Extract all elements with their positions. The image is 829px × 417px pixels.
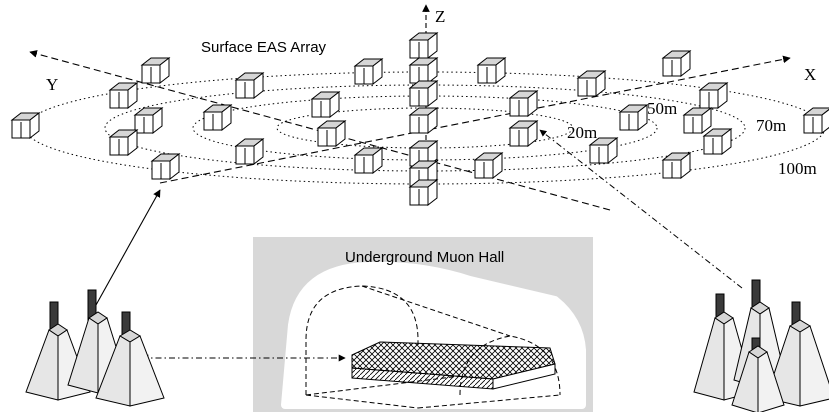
detector-box — [682, 106, 713, 135]
pmt-units — [25, 279, 829, 414]
ring-label-70m: 70m — [756, 116, 786, 135]
detector-box — [661, 151, 692, 180]
detector-box — [310, 90, 341, 119]
surface-array-label: Surface EAS Array — [201, 39, 327, 56]
tunnel-top-edge — [361, 285, 511, 337]
detector-box — [576, 69, 607, 98]
detector-box — [473, 151, 504, 180]
detector-box — [108, 81, 139, 110]
pmt-unit — [95, 311, 165, 407]
detector-box — [108, 128, 139, 157]
detector-box — [234, 71, 265, 100]
detector-box — [408, 31, 439, 60]
detector-box — [140, 56, 171, 85]
detector-box — [476, 56, 507, 85]
detector-box — [508, 119, 539, 148]
detector-box — [133, 106, 164, 135]
tunnel-arch-front — [305, 285, 419, 395]
ring-label-20m: 20m — [567, 123, 597, 142]
surface-detectors — [10, 31, 829, 207]
axis-y-label: Y — [46, 75, 58, 94]
underground-muon-hall: Underground Muon Hall — [141, 237, 593, 412]
detector-box — [234, 137, 265, 166]
detector-box — [508, 89, 539, 118]
x-axis — [159, 55, 791, 184]
slab-side — [492, 363, 556, 390]
detector-box — [408, 106, 439, 135]
detector-box — [698, 81, 729, 110]
detector-box — [316, 119, 347, 148]
detector-box — [10, 111, 41, 140]
detector-box — [618, 103, 649, 132]
hall-label: Underground Muon Hall — [345, 249, 504, 266]
detector-box — [802, 107, 829, 135]
detector-box — [353, 57, 384, 86]
detector-box — [408, 178, 439, 207]
detector-box — [408, 56, 439, 85]
pointer-left — [95, 189, 161, 306]
axis-z-label: Z — [435, 7, 445, 26]
ring-label-100m: 100m — [778, 159, 817, 178]
detector-box — [150, 152, 181, 181]
detector-box — [588, 136, 619, 165]
ring-70m — [104, 84, 746, 172]
pointer-right — [539, 129, 743, 289]
detector-box — [353, 146, 384, 175]
detector-box — [202, 103, 233, 132]
detector-box — [661, 49, 692, 78]
tunnel-floor-left — [305, 394, 419, 409]
detector-box — [702, 127, 733, 156]
ring-50m — [192, 95, 658, 161]
detector-box — [408, 79, 439, 108]
ring-label-50m: 50m — [647, 99, 677, 118]
axis-x-label: X — [804, 65, 816, 84]
